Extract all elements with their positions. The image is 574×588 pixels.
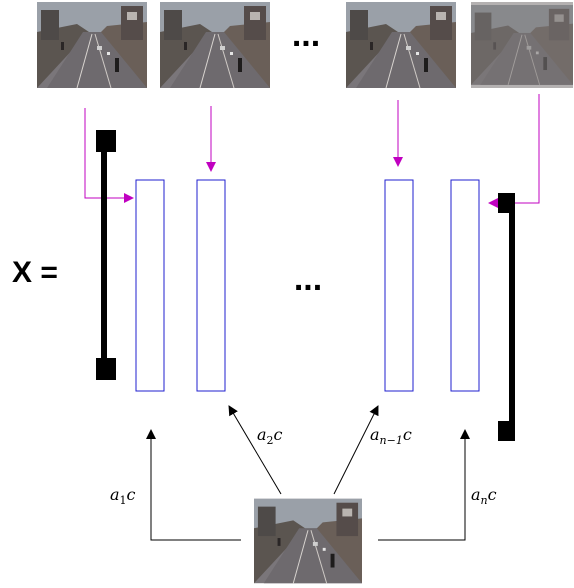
frame-thumbnail-n	[471, 2, 573, 88]
top-ellipsis: ...	[292, 16, 320, 54]
matrix-column-2	[196, 179, 226, 392]
weight-label-a1c-var: c	[127, 485, 136, 504]
matrix-column-n-1	[384, 179, 414, 392]
weight-label-a1c-sub: 1	[120, 494, 127, 507]
input-arrow-1	[84, 108, 134, 203]
matrix-label: X =	[12, 256, 58, 289]
background-frame-thumbnail	[254, 498, 362, 584]
weight-label-anc: anc	[471, 485, 497, 507]
weight-arrow-n	[378, 429, 470, 541]
weight-label-a2c-sub: 2	[267, 434, 274, 447]
weight-label-a2c-base: a	[257, 425, 267, 444]
weight-label-an-1c: an−1c	[370, 425, 412, 447]
right-bracket	[498, 193, 515, 441]
weight-label-a1c-base: a	[110, 485, 120, 504]
frame-thumbnail-1	[37, 2, 147, 88]
weight-arrow-2	[228, 405, 282, 495]
weight-label-anc-base: a	[471, 485, 481, 504]
weight-label-anc-sub: n	[481, 494, 488, 507]
left-bracket	[96, 130, 116, 380]
weight-label-an-1c-var: c	[403, 425, 412, 444]
middle-ellipsis: ...	[294, 260, 322, 298]
frame-thumbnail-2	[160, 2, 270, 88]
weight-label-an-1c-sub: n−1	[380, 434, 403, 447]
weight-label-anc-var: c	[488, 485, 497, 504]
matrix-column-n	[450, 179, 480, 392]
input-arrow-n	[488, 94, 540, 208]
weight-label-a2c: a2c	[257, 425, 283, 447]
weight-label-a1c: a1c	[110, 485, 136, 507]
weight-label-a2c-var: c	[274, 425, 283, 444]
weight-arrow-n-1	[333, 405, 379, 495]
weight-arrow-1	[146, 429, 241, 541]
weight-label-an-1c-base: a	[370, 425, 380, 444]
frame-thumbnail-n-1	[346, 2, 456, 88]
matrix-column-1	[135, 179, 165, 392]
